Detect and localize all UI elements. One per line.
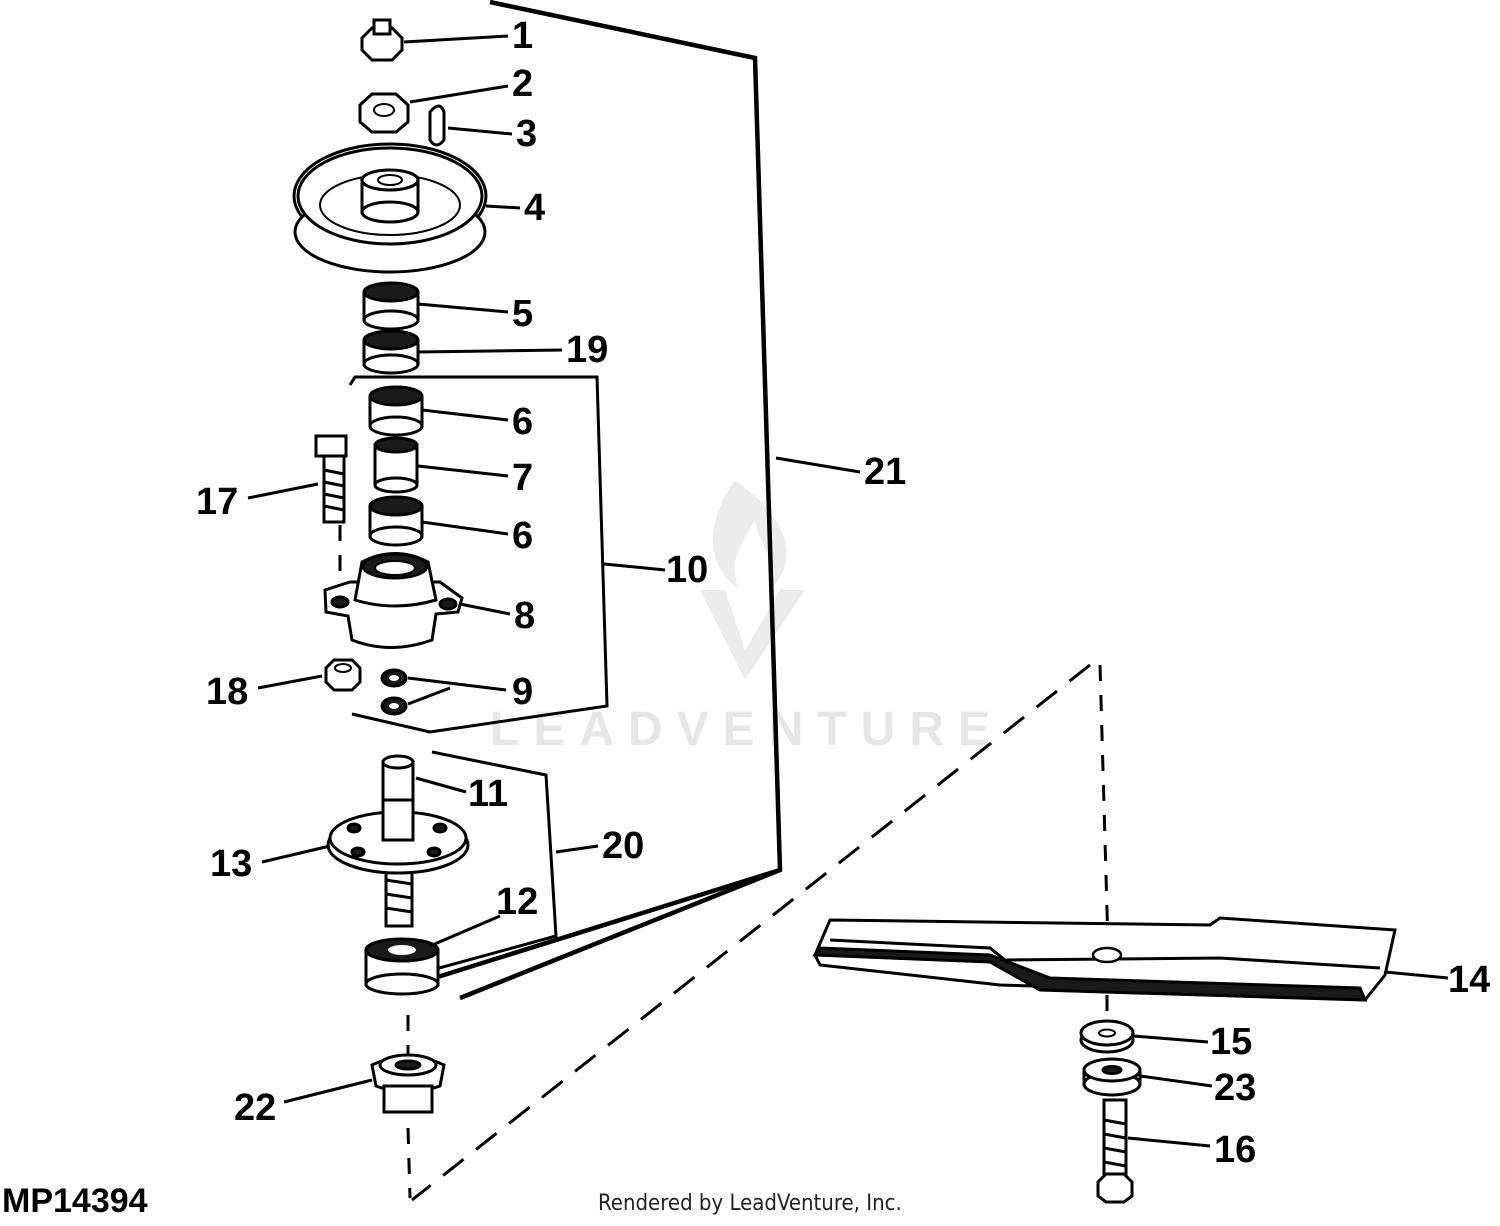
bracket-20 <box>409 750 558 978</box>
bracket-10 <box>348 375 609 734</box>
leader-18 <box>257 674 323 690</box>
callout-13: 13 <box>210 843 252 885</box>
leader-4 <box>485 204 521 210</box>
callout-6b: 6 <box>512 515 533 557</box>
leader-6b <box>421 520 509 536</box>
leader-3 <box>447 126 513 136</box>
blade-plane-dashes <box>338 525 1110 1202</box>
part-5-bushing <box>362 281 420 331</box>
part-19-spacer <box>362 329 420 375</box>
part-23-washer <box>1082 1057 1142 1097</box>
leader-11 <box>415 776 467 794</box>
part-17-bolt <box>314 434 348 524</box>
callout-3: 3 <box>516 113 537 155</box>
leader-lines <box>247 34 1449 1148</box>
callout-18: 18 <box>206 671 248 713</box>
leader-17 <box>247 482 319 500</box>
callout-labels: 1 2 3 4 5 19 6 7 6 17 10 21 8 18 9 11 13… <box>196 15 1490 1171</box>
callout-23: 23 <box>1214 1067 1256 1109</box>
part-1-locknut <box>360 18 404 62</box>
shaft-dash-bottom <box>406 1127 412 1199</box>
part-16-bolt <box>1096 1098 1134 1204</box>
watermark-flame-logo <box>700 480 805 680</box>
render-credit: Rendered by LeadVenture, Inc. <box>598 1191 902 1216</box>
part-6-bearing-upper <box>368 385 424 437</box>
part-14-blade <box>812 916 1397 1002</box>
callout-2: 2 <box>512 63 533 105</box>
part-4-pulley <box>292 142 488 274</box>
leader-12 <box>429 914 501 948</box>
callout-11: 11 <box>468 773 508 815</box>
leader-15 <box>1132 1034 1209 1044</box>
part-15-washer <box>1079 1019 1135 1054</box>
callout-22: 22 <box>234 1087 276 1129</box>
part-18-nut <box>324 658 362 692</box>
callout-15: 15 <box>1210 1021 1252 1063</box>
part-6-bearing-lower <box>368 495 424 547</box>
leader-19 <box>417 348 563 354</box>
leader-20 <box>555 844 599 854</box>
callout-14: 14 <box>1448 959 1490 1001</box>
leader-21 <box>775 456 861 474</box>
callout-6a: 6 <box>512 401 533 443</box>
parts <box>292 18 1397 1204</box>
plane-line-vertical <box>1098 664 1110 946</box>
callout-20: 20 <box>602 825 644 867</box>
callout-21: 21 <box>864 451 906 493</box>
watermark: LEADVENTURE <box>490 480 990 756</box>
assembly-brackets <box>348 0 783 1001</box>
leader-6a <box>421 408 509 422</box>
leader-9 <box>407 676 507 706</box>
leader-13 <box>261 844 331 864</box>
leader-2 <box>409 84 509 104</box>
leader-7 <box>417 464 509 478</box>
part-8-housing <box>323 552 464 649</box>
leader-23 <box>1139 1074 1213 1088</box>
part-9-fittings <box>380 668 408 716</box>
part-2-nut <box>358 92 410 134</box>
part-7-spacer-tube <box>373 436 419 494</box>
part-12-bearing <box>364 937 440 996</box>
figure-id: MP14394 <box>2 1182 148 1220</box>
callout-12: 12 <box>496 881 538 923</box>
leader-14 <box>1384 970 1449 980</box>
leader-1 <box>403 34 509 44</box>
leader-16 <box>1127 1136 1211 1148</box>
part-13-flange <box>326 798 470 875</box>
callout-7: 7 <box>512 457 533 499</box>
leader-10 <box>603 562 666 572</box>
callout-19: 19 <box>566 329 608 371</box>
bracket-21-lower <box>411 867 781 988</box>
leader-22 <box>283 1078 373 1104</box>
callout-5: 5 <box>512 293 533 335</box>
bracket-21 <box>459 0 783 1001</box>
part-3-key <box>428 104 446 147</box>
leader-8 <box>459 602 511 616</box>
callout-9: 9 <box>512 671 533 713</box>
callout-16: 16 <box>1214 1129 1256 1171</box>
callout-8: 8 <box>514 595 535 637</box>
leader-5 <box>417 302 509 314</box>
callout-4: 4 <box>524 187 545 229</box>
callout-1: 1 <box>512 15 533 57</box>
plane-line-diagonal <box>411 663 1091 1202</box>
callout-17: 17 <box>196 481 238 523</box>
callout-10: 10 <box>666 549 708 591</box>
part-22-seal <box>370 1053 446 1114</box>
